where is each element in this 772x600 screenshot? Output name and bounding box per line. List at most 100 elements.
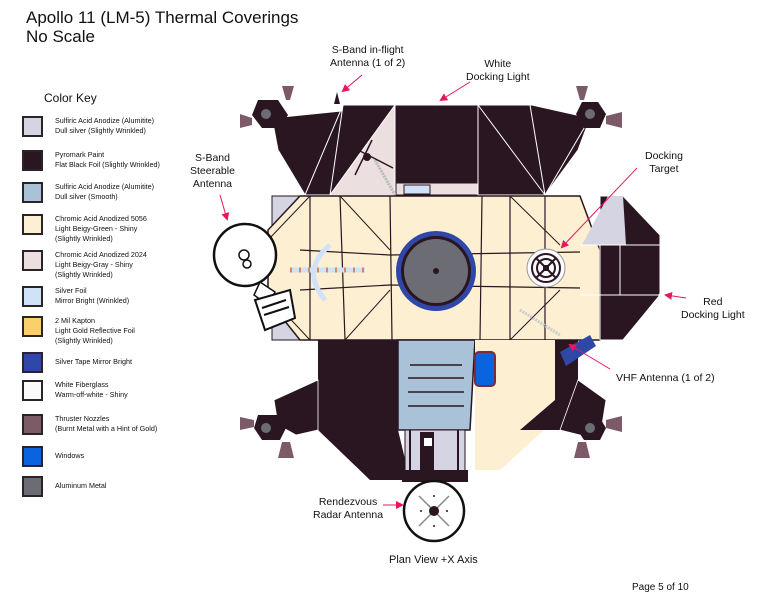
upper-ascent-stage-panels: [271, 92, 591, 196]
rcs-quad-upper-left: [240, 86, 294, 128]
legend-label-line: White Fiberglass: [55, 380, 109, 389]
legend-label-line: Sulfiric Acid Anodize (Alumitite): [55, 116, 155, 125]
rcs-quad-lower-left: [240, 379, 319, 458]
legend-swatch: [22, 414, 43, 435]
red-docking-light: [658, 293, 662, 297]
legend-swatch: [22, 214, 43, 235]
callout-line: Antenna (1 of 2): [330, 57, 406, 69]
callout-line: Target: [649, 163, 679, 175]
legend-label-line: Dull silver (Smooth): [55, 192, 118, 201]
legend-swatch: [22, 150, 43, 171]
legend-label-line: Flat Black Foil (Slightly Wrinkled): [55, 160, 160, 169]
legend-label-line: Chromic Acid Anodized 2024: [55, 250, 147, 259]
callout-line: Steerable: [190, 165, 235, 177]
legend-label: Windows: [55, 451, 84, 461]
callout-line: S-Band: [194, 152, 230, 164]
legend-swatch: [22, 380, 43, 401]
arrow-s-band-inflight: [341, 74, 363, 93]
docking-target: [526, 248, 566, 288]
diagram-title: Apollo 11 (LM-5) Thermal Coverings No Sc…: [26, 8, 298, 46]
callout-line: Docking Light: [681, 309, 745, 321]
legend-label: Sulfiric Acid Anodize (Alumitite)Dull si…: [55, 182, 154, 202]
white-docking-light: [435, 102, 439, 106]
legend-swatch: [22, 250, 43, 271]
vhf-antenna: [560, 335, 596, 366]
rcs-quad-lower-right: [559, 379, 622, 458]
legend-item: Windows: [22, 446, 202, 476]
arrow-red-docking-light: [664, 291, 687, 300]
callout-vhf-antenna: VHF Antenna (1 of 2): [616, 372, 715, 385]
view-label: Plan View +X Axis: [389, 554, 478, 566]
callout-line: VHF Antenna (1 of 2): [616, 372, 715, 384]
callout-arrows: [219, 74, 687, 509]
arrow-s-band-steerable: [219, 194, 230, 221]
legend-label-line: Chromic Acid Anodized 5056: [55, 214, 147, 223]
legend-swatch: [22, 316, 43, 337]
legend-label-line: Pyromark Paint: [55, 150, 105, 159]
callout-line: Radar Antenna: [313, 509, 384, 521]
legend-item: Silver Tape Mirror Bright: [22, 352, 202, 382]
upper-center-window-box: [403, 184, 431, 195]
callout-line: White: [484, 58, 512, 70]
legend-label: Sulfiric Acid Anodize (Alumitite)Dull si…: [55, 116, 154, 136]
legend-swatch: [22, 476, 43, 497]
legend-label-line: 2 Mil Kapton: [55, 316, 95, 325]
rendezvous-radar-antenna: [402, 479, 466, 543]
color-key-heading: Color Key: [44, 91, 97, 105]
legend-swatch: [22, 116, 43, 137]
legend-label-line: Sulfiric Acid Anodize (Alumitite): [55, 182, 155, 191]
callout-s-band-steerable: S-Band Steerable Antenna: [190, 152, 235, 191]
rcs-quad-upper-right: [576, 86, 622, 128]
legend-label-line: Dull silver (Slightly Wrinkled): [55, 126, 146, 135]
legend-swatch: [22, 286, 43, 307]
legend-label-line: (Slightly Wrinkled): [55, 234, 113, 243]
legend-item: Aluminum Metal: [22, 476, 202, 506]
callout-rendezvous-radar: Rendezvous Radar Antenna: [313, 496, 383, 522]
callout-line: Red: [703, 296, 723, 308]
legend-label-line: Warm-off-white - Shiny: [55, 390, 128, 399]
legend-label-line: (Burnt Metal with a Hint of Gold): [55, 424, 158, 433]
legend-swatch: [22, 352, 43, 373]
callout-line: Antenna: [192, 178, 233, 190]
front-window: [474, 351, 496, 387]
upper-center-panel: [394, 104, 479, 196]
arrow-docking-target: [560, 167, 638, 249]
descent-stage: [318, 335, 596, 482]
legend-label-line: Light Beigy-Gray - Shiny: [55, 260, 133, 269]
s-band-inflight-antenna: [334, 92, 340, 104]
ascent-stage-body: [267, 195, 601, 341]
title-line-1: Apollo 11 (LM-5) Thermal Coverings: [26, 8, 299, 27]
legend-item: Sulfiric Acid Anodize (Alumitite)Dull si…: [22, 116, 202, 146]
legend-label: Aluminum Metal: [55, 481, 107, 491]
legend-label-line: Mirror Bright (Wrinkled): [55, 296, 130, 305]
legend-label-line: Windows: [55, 451, 85, 460]
legend-item: Thruster Nozzles(Burnt Metal with a Hint…: [22, 414, 202, 444]
legend-label-line: Light Gold Reflective Foil: [55, 326, 135, 335]
legend-label-line: Thruster Nozzles: [55, 414, 110, 423]
legend-label-line: Aluminum Metal: [55, 481, 107, 490]
legend-label: Silver Tape Mirror Bright: [55, 357, 132, 367]
callout-white-docking-light: White Docking Light: [466, 58, 530, 84]
callout-line: Docking Light: [466, 71, 530, 83]
callout-docking-target: Docking Target: [645, 150, 683, 176]
title-line-2: No Scale: [26, 27, 95, 46]
s-band-steerable-antenna: [212, 222, 297, 332]
arrow-white-docking-light: [439, 81, 471, 102]
callout-line: Rendezvous: [318, 496, 378, 508]
legend-swatch: [22, 182, 43, 203]
callout-line: Docking: [645, 150, 683, 162]
callout-red-docking-light: Red Docking Light: [681, 296, 745, 322]
page-number: Page 5 of 10: [632, 582, 689, 593]
legend-item: Sulfiric Acid Anodize (Alumitite)Dull si…: [22, 182, 202, 212]
